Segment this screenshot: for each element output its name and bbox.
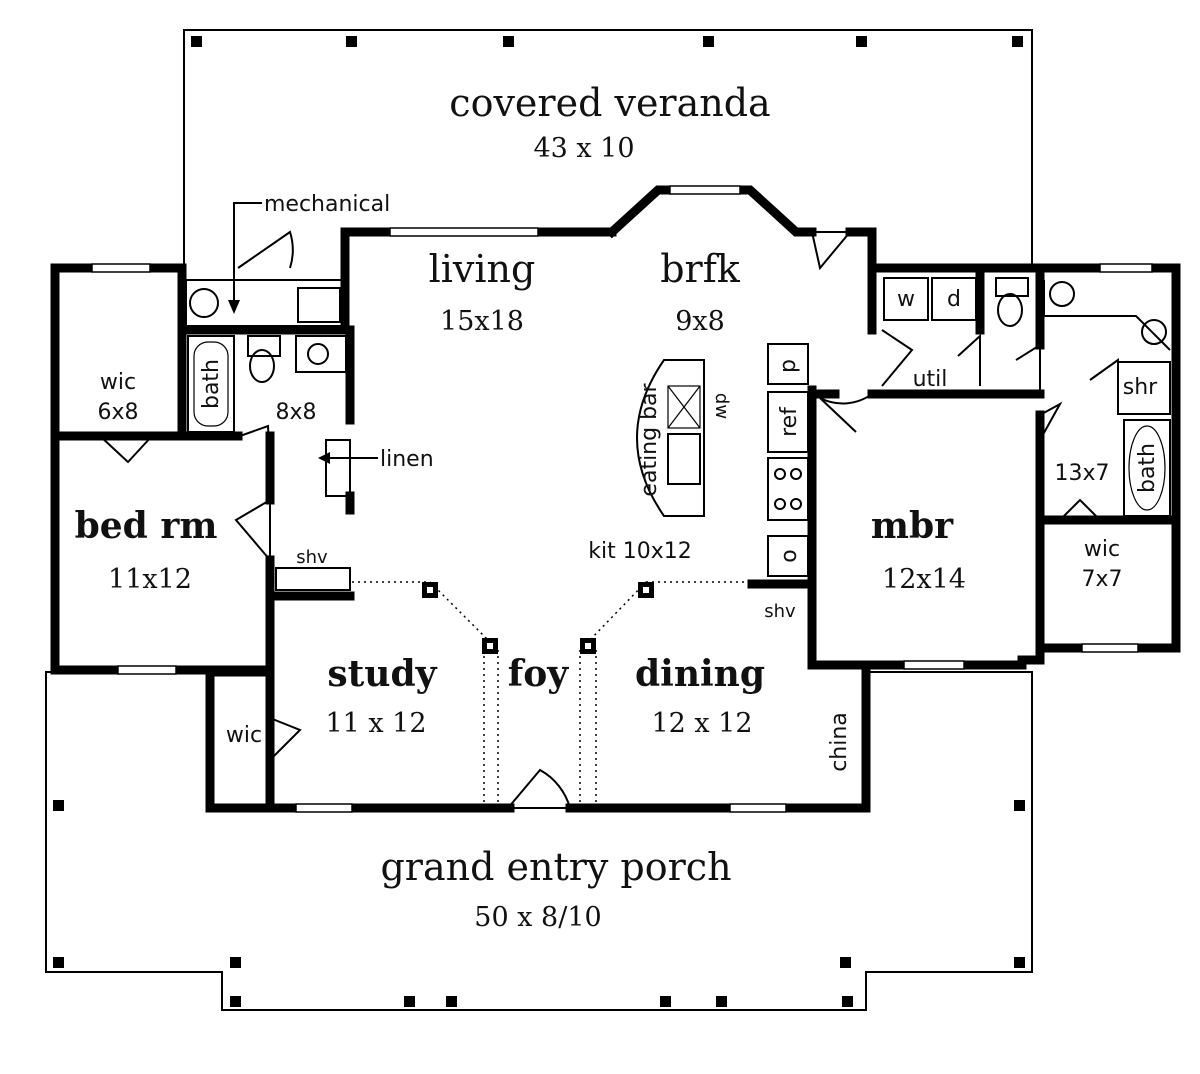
shr-label: shr — [1123, 375, 1158, 400]
porch-name: grand entry porch — [380, 845, 731, 889]
veranda-posts — [191, 36, 1023, 47]
porch-posts — [53, 800, 1025, 1007]
bath-left-label: bath — [199, 359, 224, 409]
wic-left-name: wic — [100, 370, 136, 395]
mbr-size: 12x14 — [882, 564, 966, 595]
dining-name: dining — [635, 653, 765, 695]
dw-label: dw — [711, 393, 732, 419]
bed-name: bed rm — [75, 505, 218, 547]
veranda-outline — [183, 29, 1033, 268]
bath-left-size: 8x8 — [275, 400, 316, 425]
bed-size: 11x12 — [108, 564, 192, 595]
porch-outline — [45, 671, 1033, 1011]
doors — [99, 230, 1119, 809]
exterior-walls — [50, 185, 1181, 813]
dotted-openings — [352, 581, 752, 802]
wic-right-name: wic — [1084, 537, 1120, 562]
util-label: util — [913, 367, 948, 392]
porch-size: 50 x 8/10 — [474, 902, 601, 933]
wic-front-label: wic — [226, 723, 262, 748]
dryer-label: d — [947, 287, 961, 312]
wic-left-size: 6x8 — [97, 400, 138, 425]
shv-right-label: shv — [764, 601, 796, 622]
foy-label: foy — [508, 653, 569, 695]
living-size: 15x18 — [440, 306, 524, 337]
shv-left-label: shv — [296, 547, 328, 568]
ref-label: ref — [777, 406, 802, 437]
study-size: 11 x 12 — [325, 708, 426, 739]
china-label: china — [827, 712, 852, 772]
linen-label: linen — [380, 447, 434, 472]
fixtures — [185, 277, 1171, 591]
mechanical-label: mechanical — [264, 192, 390, 217]
oven-label: o — [777, 549, 802, 562]
brfk-name: brfk — [660, 247, 741, 291]
windows — [91, 185, 1153, 813]
mbath-size: 13x7 — [1054, 461, 1109, 486]
veranda-name: covered veranda — [449, 81, 770, 125]
bath-right-label: bath — [1135, 443, 1160, 493]
kit-label: kit 10x12 — [588, 539, 691, 564]
living-name: living — [429, 247, 536, 291]
wic-right-size: 7x7 — [1081, 567, 1122, 592]
veranda-size: 43 x 10 — [533, 133, 634, 164]
washer-label: w — [897, 287, 915, 312]
pantry-label: p — [776, 359, 801, 373]
mbr-name: mbr — [871, 505, 954, 547]
interior-walls — [50, 263, 1181, 813]
study-name: study — [327, 653, 437, 695]
brfk-size: 9x8 — [675, 306, 725, 337]
eating-bar-label: eating bar — [637, 382, 662, 496]
dining-size: 12 x 12 — [651, 708, 752, 739]
leader-lines — [228, 202, 378, 464]
